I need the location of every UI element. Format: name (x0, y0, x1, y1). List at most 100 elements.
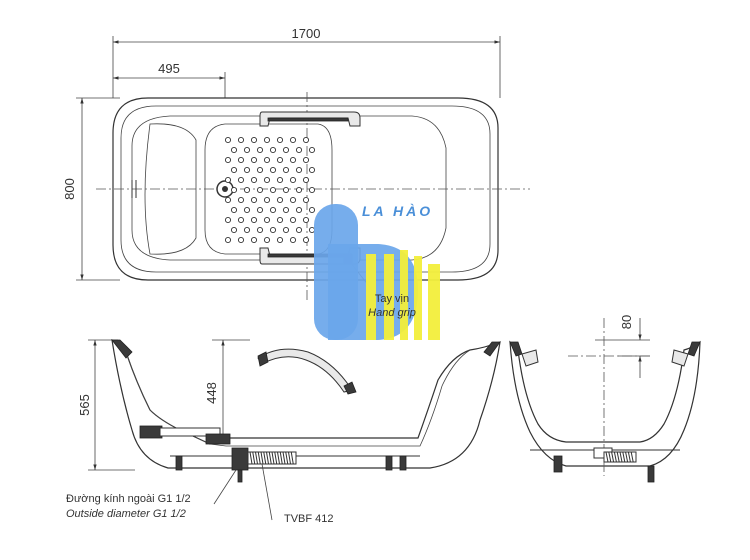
coil-line (627, 451, 631, 463)
anti-slip-dot (224, 216, 232, 224)
anti-slip-dot (289, 196, 297, 204)
anti-slip-dot (282, 226, 290, 234)
coil-line (252, 451, 256, 465)
anti-slip-dot (224, 136, 232, 144)
coil-line (630, 451, 634, 463)
anti-slip-dot (276, 216, 284, 224)
anti-slip-dot (263, 236, 271, 244)
anti-slip-dot (289, 236, 297, 244)
anti-slip-dot (302, 136, 310, 144)
anti-slip-dot (302, 156, 310, 164)
anti-slip-dot (302, 216, 310, 224)
coil-line (255, 451, 258, 465)
anti-slip-dot (250, 236, 258, 244)
outside-diameter-label-en: Outside diameter G1 1/2 (66, 508, 186, 520)
anti-slip-dot (250, 156, 258, 164)
coil-line (611, 451, 615, 463)
anti-slip-dot (230, 146, 238, 154)
anti-slip-dot (308, 146, 316, 154)
side-inner-line (123, 345, 471, 447)
anti-slip-dot (237, 196, 245, 204)
anti-slip-dot (282, 186, 290, 194)
hand-grip-side-icon (257, 348, 357, 395)
anti-slip-dot (295, 166, 303, 174)
anti-slip-dot (237, 136, 245, 144)
drain-model-label: TVBF 412 (284, 513, 334, 525)
anti-slip-dot (269, 166, 277, 174)
anti-slip-dot (295, 206, 303, 214)
logo-text: LA HÀO (362, 203, 433, 219)
coil-line (266, 451, 269, 465)
anti-slip-dot (230, 166, 238, 174)
anti-slip-dot (224, 156, 232, 164)
anti-slip-dot (263, 196, 271, 204)
coil-line (249, 451, 253, 465)
end-outer-shell (509, 340, 701, 467)
anti-slip-dot (302, 176, 310, 184)
coil-line (282, 451, 286, 465)
anti-slip-dot (289, 176, 297, 184)
anti-slip-dot (250, 176, 258, 184)
anti-slip-dot (263, 136, 271, 144)
coil-line (608, 451, 612, 463)
coil-line (285, 451, 289, 465)
anti-slip-dot (237, 156, 245, 164)
dim-width: 800 (62, 178, 77, 200)
anti-slip-dot (308, 166, 316, 174)
anti-slip-dot (237, 176, 245, 184)
dim-rim-height: 80 (619, 315, 634, 329)
anti-slip-dot (224, 176, 232, 184)
dim-total-length: 1700 (292, 26, 321, 41)
anti-slip-dot (276, 236, 284, 244)
coil-line (279, 451, 283, 465)
anti-slip-dot (243, 146, 251, 154)
plan-inner-rim (120, 105, 491, 273)
coil-line (619, 451, 623, 463)
anti-slip-dot (282, 166, 290, 174)
anti-slip-dot (250, 196, 258, 204)
coil-line (605, 451, 609, 463)
anti-slip-dot (308, 206, 316, 214)
coil-line (257, 451, 261, 465)
end-elevation (509, 318, 701, 483)
anti-slip-dot (269, 206, 277, 214)
anti-slip-dot (295, 186, 303, 194)
anti-slip-dot (256, 186, 264, 194)
anti-slip-dot (276, 196, 284, 204)
coil-line (625, 451, 629, 463)
anti-slip-dot (256, 146, 264, 154)
dim-inner-depth: 448 (204, 382, 219, 404)
side-elevation (111, 339, 501, 521)
plan-view (96, 92, 530, 301)
anti-slip-dot (250, 216, 258, 224)
logo-yellow-bars (366, 250, 440, 340)
anti-slip-dot (237, 236, 245, 244)
coil-line (274, 451, 278, 465)
anti-slip-dot (243, 226, 251, 234)
anti-slip-dot (269, 186, 277, 194)
dim-height: 565 (77, 394, 92, 416)
anti-slip-dot (282, 206, 290, 214)
la-hao-logo: LA HÀO (314, 203, 440, 340)
anti-slip-dot (243, 206, 251, 214)
coil-line (290, 451, 294, 465)
plan-outer-rim (112, 97, 499, 281)
anti-slip-dot (237, 216, 245, 224)
coil-line (271, 451, 275, 465)
anti-slip-dot (256, 226, 264, 234)
side-head-cap (111, 339, 133, 359)
anti-slip-dot (308, 226, 316, 234)
dim-seat-length: 495 (158, 61, 180, 76)
anti-slip-dot (250, 136, 258, 144)
anti-slip-dot (276, 156, 284, 164)
side-foot-cap (483, 341, 501, 357)
anti-slip-dot (276, 176, 284, 184)
anti-slip-dot (289, 136, 297, 144)
anti-slip-dot (243, 186, 251, 194)
tub-legs (175, 455, 407, 483)
anti-slip-dot (224, 236, 232, 244)
hand-grip-top-icon (259, 111, 361, 127)
anti-slip-dot (282, 146, 290, 154)
anti-slip-dot (263, 176, 271, 184)
